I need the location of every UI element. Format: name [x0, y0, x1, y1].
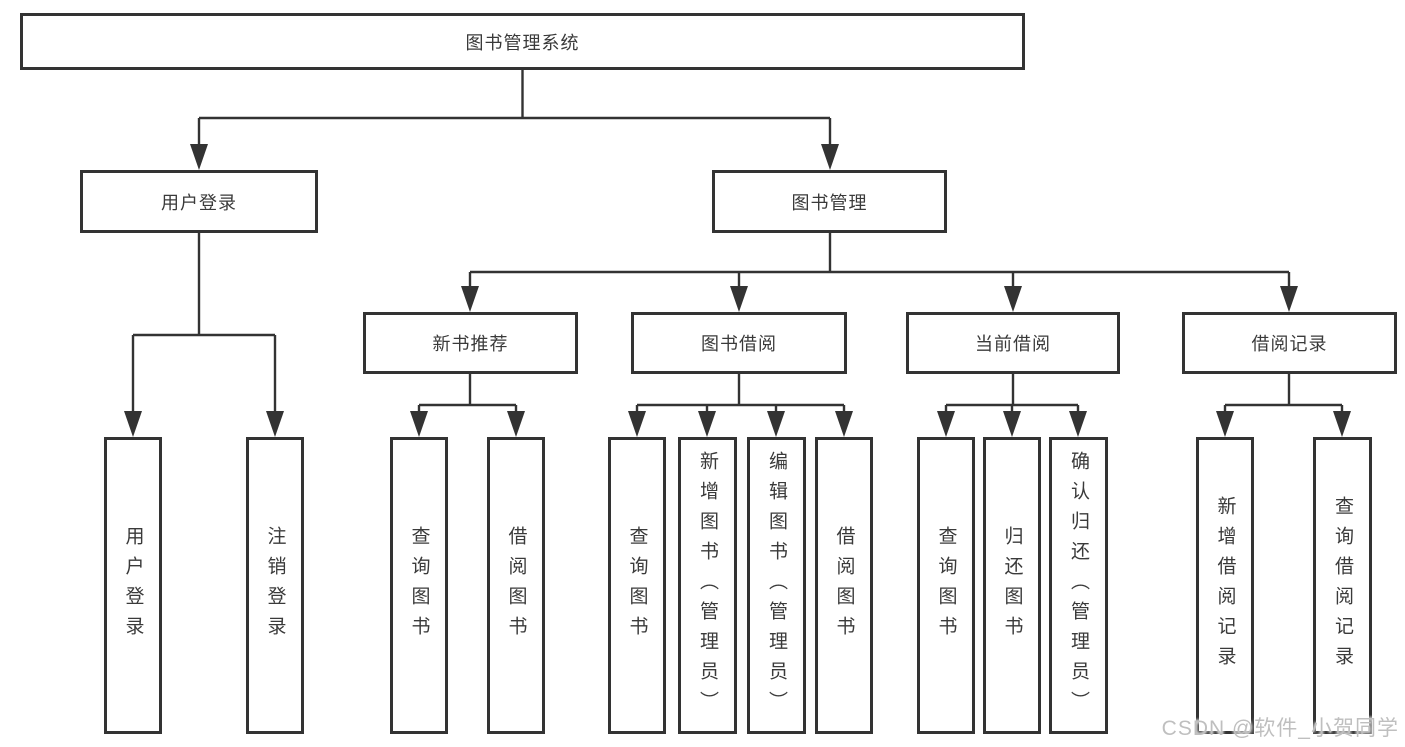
- csdn-watermark: CSDN @软件_小贺同学: [1161, 717, 1399, 740]
- leaf-user-login: 用户登录: [104, 437, 162, 734]
- node-label: 归还图书: [1001, 525, 1023, 646]
- leaf-current-return-books: 归还图书: [983, 437, 1041, 734]
- leaf-borrow-borrow-books: 借阅图书: [815, 437, 873, 734]
- node-new-book-recommendation: 新书推荐: [363, 312, 578, 374]
- node-label: 查询借阅记录: [1332, 495, 1353, 676]
- node-label: 新增借阅记录: [1214, 495, 1236, 676]
- leaf-current-confirm-return-admin: 确认归还（管理员）: [1049, 437, 1108, 734]
- leaf-newrec-borrow-books: 借阅图书: [487, 437, 545, 734]
- node-label: 用户登录: [122, 525, 144, 646]
- leaf-records-query-record: 查询借阅记录: [1313, 437, 1372, 734]
- leaf-newrec-query-books: 查询图书: [390, 437, 448, 734]
- node-label: 新增图书（管理员）: [697, 450, 718, 721]
- node-label: 查询图书: [408, 525, 430, 646]
- node-label: 当前借阅: [975, 334, 1051, 354]
- node-label: 用户登录: [161, 192, 237, 213]
- node-label: 编辑图书（管理员）: [766, 450, 787, 721]
- node-label: 查询图书: [935, 525, 957, 646]
- node-book-borrowing: 图书借阅: [631, 312, 847, 374]
- leaf-records-add-record: 新增借阅记录: [1196, 437, 1254, 734]
- node-library-system: 图书管理系统: [20, 13, 1025, 70]
- node-label: 借阅记录: [1251, 334, 1328, 354]
- leaf-borrow-add-books-admin: 新增图书（管理员）: [678, 437, 737, 734]
- node-user-login-branch: 用户登录: [80, 170, 318, 233]
- leaf-current-query-books: 查询图书: [917, 437, 975, 734]
- node-borrowing-records: 借阅记录: [1182, 312, 1397, 374]
- node-label: 注销登录: [264, 525, 286, 646]
- node-label: 图书借阅: [701, 334, 777, 354]
- leaf-logout: 注销登录: [246, 437, 304, 734]
- leaf-borrow-query-books: 查询图书: [608, 437, 666, 734]
- node-current-borrowing: 当前借阅: [906, 312, 1120, 374]
- node-label: 确认归还（管理员）: [1068, 450, 1089, 721]
- node-label: 借阅图书: [833, 525, 855, 646]
- node-label: 新书推荐: [432, 334, 509, 354]
- node-book-management: 图书管理: [712, 170, 947, 233]
- node-label: 图书管理: [791, 192, 868, 213]
- leaf-borrow-edit-books-admin: 编辑图书（管理员）: [747, 437, 806, 734]
- node-label: 借阅图书: [505, 525, 527, 646]
- node-label: 查询图书: [626, 525, 648, 646]
- node-label: 图书管理系统: [465, 32, 580, 53]
